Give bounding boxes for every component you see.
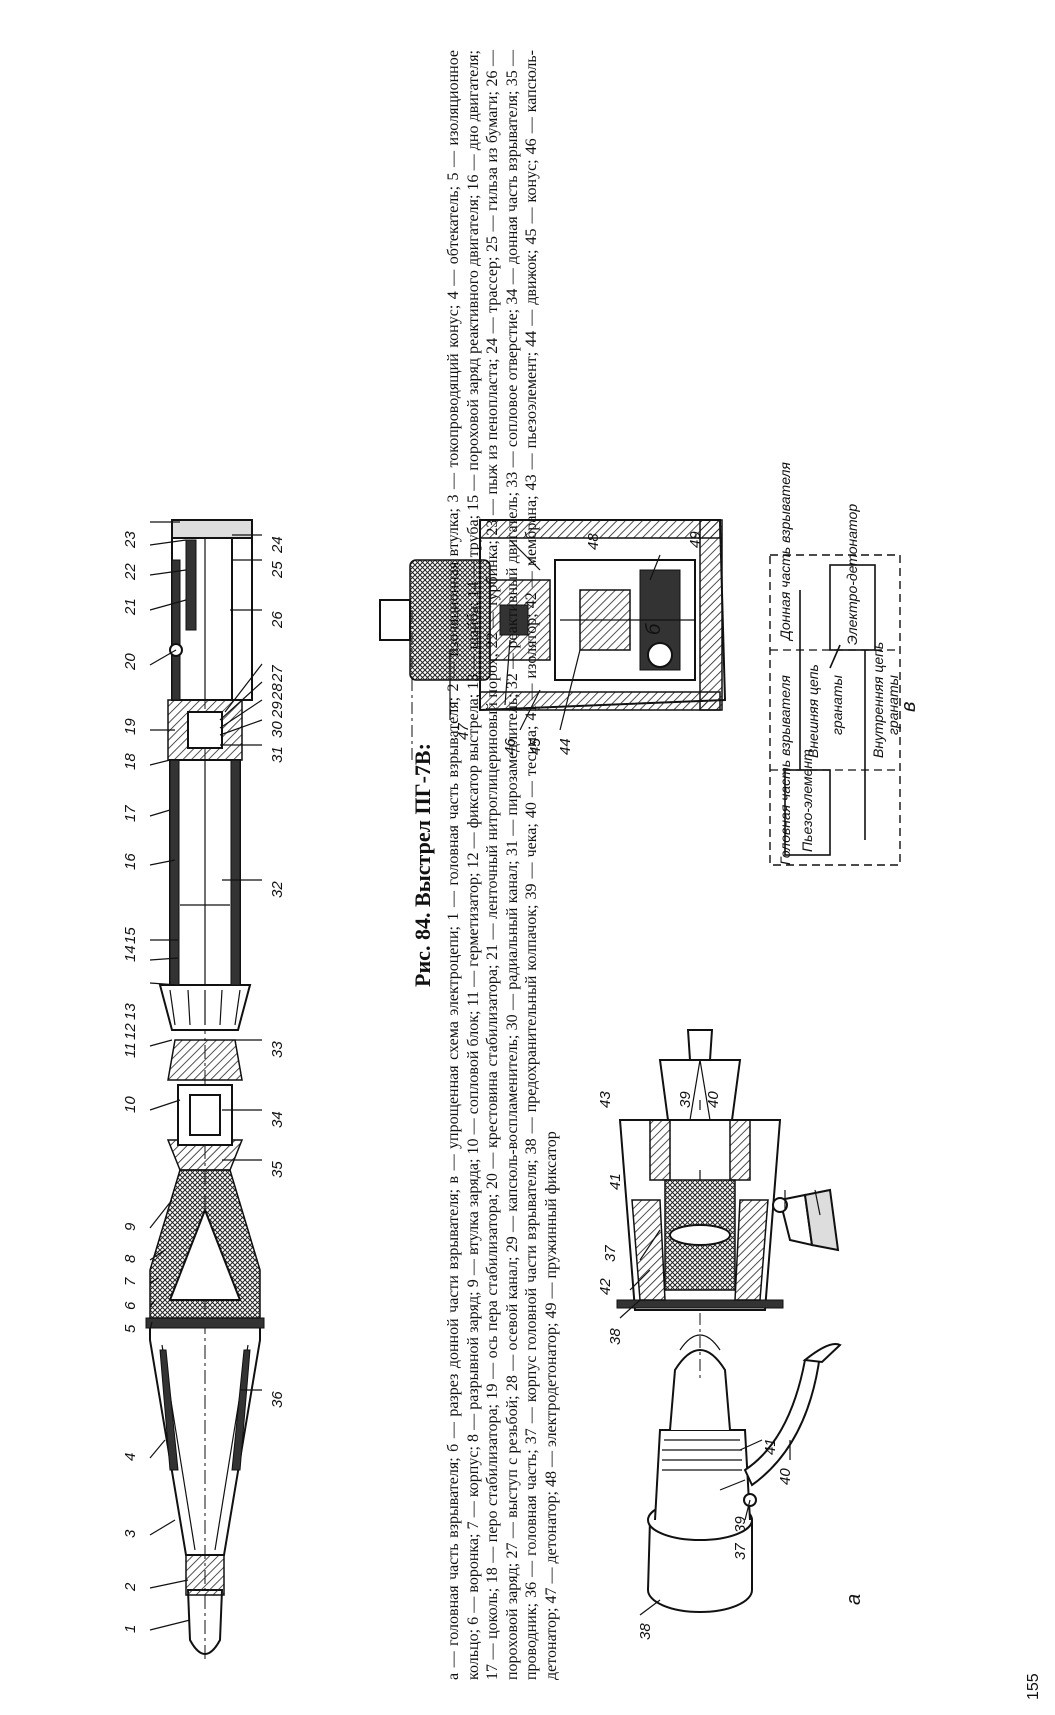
grenade-label-2: гранаты (885, 674, 901, 735)
grenade-cross-section: 1 2 3 4 5 6 7 8 9 10 11 12 13 14 15 16 1… (122, 519, 286, 1660)
nozzle-block (167, 1039, 243, 1081)
label-14: 14 (122, 945, 139, 962)
stabilizer (171, 519, 233, 701)
figure-caption: Рис. 84. Выстрел ПГ-7В: а — головная час… (410, 40, 870, 1690)
label-1: 1 (122, 1625, 139, 1633)
b-label-49: 49 (687, 531, 704, 548)
caption-text: а — головная часть взрывателя; б — разре… (445, 50, 560, 1680)
inner-circuit-label: Внутренняя цепь (870, 642, 886, 758)
label-3: 3 (122, 1529, 139, 1538)
head-fuze-label: Головная часть взрывателя (777, 675, 793, 865)
b-label-44: 44 (557, 738, 574, 755)
a-label-37-ext: 37 (732, 1543, 749, 1560)
a-label-42: 42 (597, 1278, 614, 1295)
label-21: 21 (122, 598, 139, 616)
detail-v-letter: в (898, 702, 920, 712)
label-10: 10 (122, 1096, 139, 1113)
fuze-head-section (616, 1029, 840, 1380)
b-label-45: 45 (527, 738, 544, 755)
page-number: 155 (1025, 1673, 1042, 1700)
label-30: 30 (269, 721, 286, 738)
detail-b-letter: б (643, 623, 665, 635)
label-11: 11 (122, 1042, 139, 1058)
label-8: 8 (122, 1254, 139, 1263)
a-label-40-ext: 40 (777, 1468, 794, 1485)
label-17: 17 (122, 805, 139, 822)
b-label-46: 46 (502, 738, 519, 755)
label-25: 25 (269, 561, 286, 579)
a-label-38-ext: 38 (637, 1623, 654, 1640)
b-label-47: 47 (455, 723, 472, 740)
a-label-43: 43 (597, 1091, 614, 1108)
label-36: 36 (269, 1391, 286, 1408)
grenade-label-1: гранаты (829, 674, 845, 735)
label-35: 35 (269, 1161, 286, 1178)
label-26: 26 (269, 611, 286, 629)
a-label-39-ext: 39 (732, 1516, 749, 1533)
label-18: 18 (122, 753, 139, 770)
fuze-head-exterior (647, 1334, 842, 1613)
label-27: 27 (269, 665, 286, 683)
label-16: 16 (122, 853, 139, 870)
label-9: 9 (122, 1222, 139, 1231)
a-label-41-ext: 41 (762, 1438, 779, 1455)
electro-det-label: Электро-детонатор (844, 504, 860, 645)
label-20: 20 (122, 653, 139, 671)
label-22: 22 (122, 563, 139, 581)
label-24: 24 (269, 536, 286, 554)
detail-a-fuze-head: 38 37 39 40 41 (597, 1029, 865, 1640)
a-label-38: 38 (607, 1328, 624, 1345)
label-28: 28 (269, 683, 286, 701)
label-34: 34 (269, 1111, 286, 1128)
main-bottom-labels: 36 35 34 33 32 31 30 29 28 27 26 25 24 (269, 536, 286, 1408)
a-label-37: 37 (602, 1245, 619, 1262)
label-33: 33 (269, 1041, 286, 1058)
a-label-41: 41 (607, 1173, 624, 1190)
piezo-label: Пьезо-элемент (799, 749, 815, 852)
b-label-48: 48 (585, 533, 602, 550)
piezo-box (784, 769, 831, 856)
fuze-head (185, 1554, 225, 1596)
label-29: 29 (269, 701, 286, 719)
main-top-labels: 1 2 3 4 5 6 7 8 9 10 11 12 13 14 15 16 1… (122, 531, 139, 1633)
label-15: 15 (122, 927, 139, 944)
label-12: 12 (122, 1023, 139, 1040)
label-31: 31 (269, 746, 286, 763)
detail-b-base-fuze (379, 519, 727, 760)
label-5: 5 (122, 1324, 139, 1333)
label-6: 6 (122, 1301, 139, 1310)
label-23: 23 (122, 531, 139, 549)
a-label-39: 39 (677, 1091, 694, 1108)
base-fuze-label: Донная часть взрывателя (777, 462, 793, 642)
label-19: 19 (122, 718, 139, 735)
label-4: 4 (122, 1453, 139, 1461)
label-32: 32 (269, 881, 286, 898)
a-label-40: 40 (705, 1091, 722, 1108)
detail-a-letter: а (843, 1594, 865, 1605)
caption-title: Рис. 84. Выстрел ПГ-7В: (410, 743, 435, 987)
nose-tip (186, 1589, 224, 1655)
label-13: 13 (122, 1003, 139, 1020)
label-2: 2 (122, 1582, 139, 1592)
electro-det-box (829, 564, 876, 651)
detail-v-circuit: Головная часть взрывателя Пьезо-элемент … (769, 462, 920, 866)
outer-circuit-label: Внешняя цепь (805, 664, 821, 758)
label-7: 7 (122, 1277, 139, 1286)
